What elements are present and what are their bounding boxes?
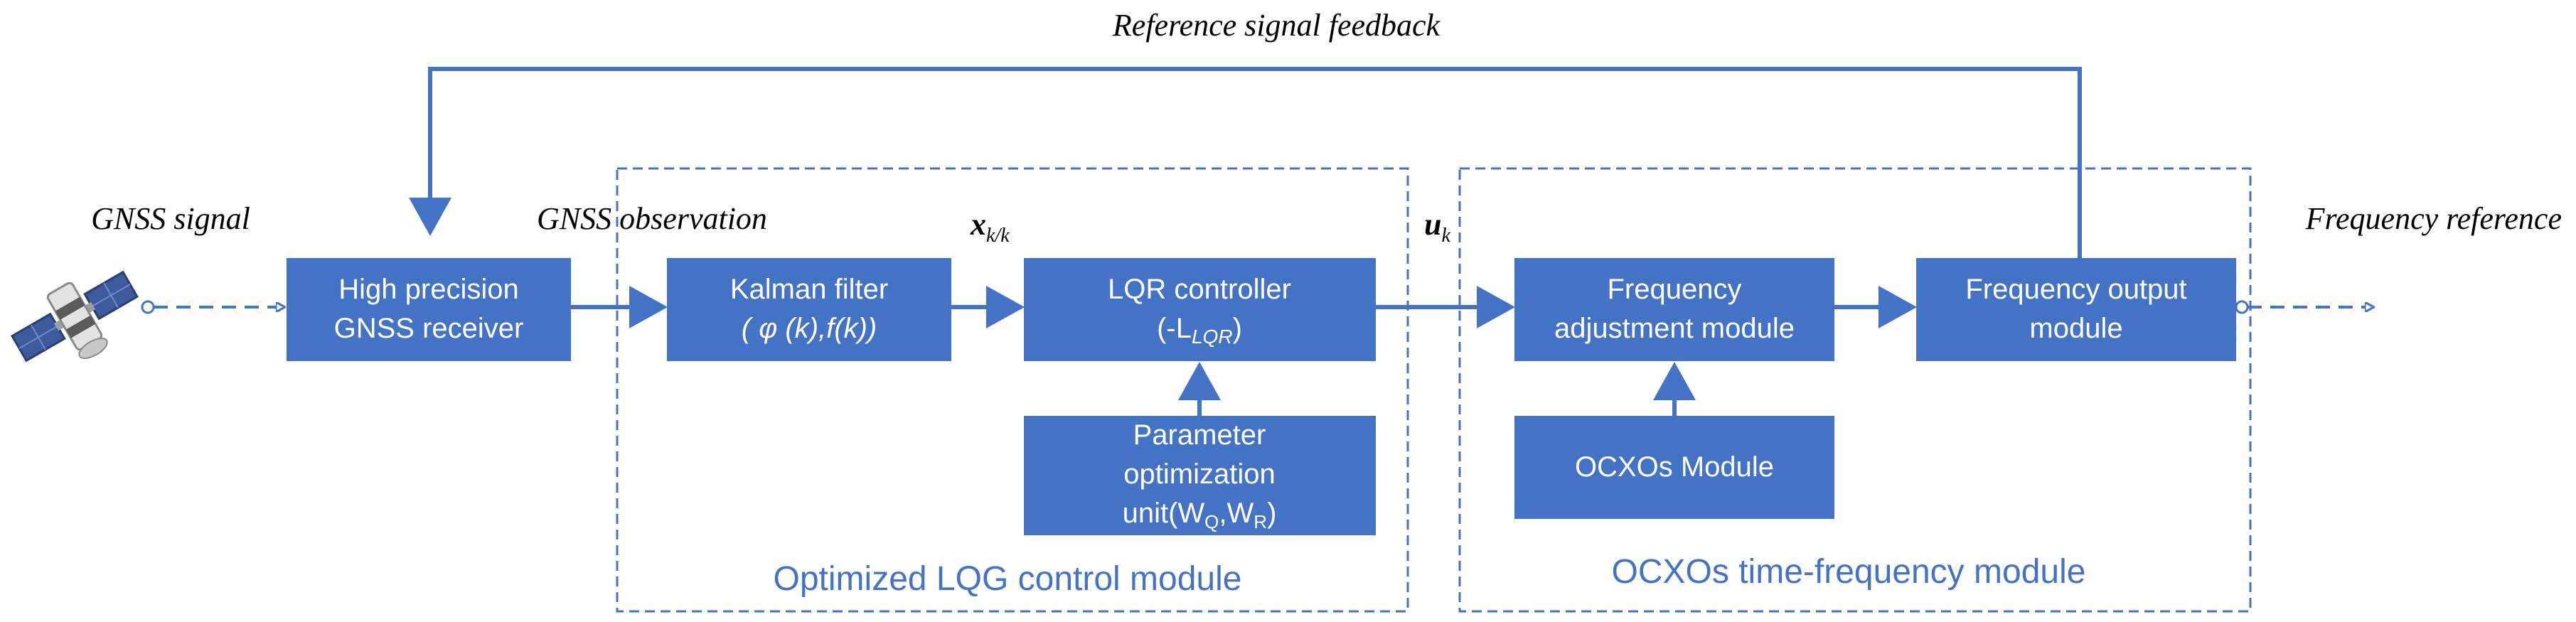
lqg-control-module-region [616,167,1409,613]
frequency-adjustment-box: Frequency adjustment module [1514,258,1834,361]
frequency-reference-label: Frequency reference [2305,201,2562,236]
lqr-controller-line2: (-LLQR) [1157,313,1242,348]
freq-adj-line2: adjustment module [1554,313,1795,344]
gnss-receiver-line1: High precision [338,274,518,305]
freq-out-line2: module [2029,313,2122,344]
gnss-signal-origin [141,300,155,314]
frequency-reference-origin [2235,300,2249,314]
param-line2: optimization [1123,459,1275,490]
kalman-filter-line1: Kalman filter [730,274,888,305]
gnss-receiver-line2: GNSS receiver [334,313,524,344]
ocxo-line1: OCXOs Module [1575,451,1774,483]
ocxo-tf-module-region [1458,167,2252,613]
kalman-filter-line2: ( φ (k),f(k)) [742,313,877,344]
control-input-label: uk [1424,207,1450,247]
lqr-controller-box: LQR controller (-LLQR) [1024,258,1376,361]
ocxo-module-box: OCXOs Module [1514,416,1834,519]
freq-adj-line1: Frequency [1608,274,1742,305]
state-estimate-label: xk/k [970,207,1010,247]
freq-out-line1: Frequency output [1965,274,2186,305]
lqg-module-label: Optimized LQG control module [774,560,1242,598]
feedback-label: Reference signal feedback [1112,8,1441,43]
kalman-filter-box: Kalman filter ( φ (k),f(k)) [667,258,951,361]
param-line1: Parameter [1133,419,1266,451]
feedback-wire [409,67,2082,258]
parameter-optimization-box: Parameter optimization unit(WQ,WR) [1024,416,1376,535]
gnss-signal-label: GNSS signal [91,201,250,236]
gnss-observation-label: GNSS observation [537,201,767,236]
ocxo-tf-module-label: OCXOs time-frequency module [1612,553,2086,591]
param-line3: unit(WQ,WR) [1123,498,1277,532]
frequency-output-box: Frequency output module [1916,258,2236,361]
lqr-controller-line1: LQR controller [1108,274,1291,305]
gnss-receiver-box: High precision GNSS receiver [287,258,571,361]
satellite-icon [11,270,139,363]
